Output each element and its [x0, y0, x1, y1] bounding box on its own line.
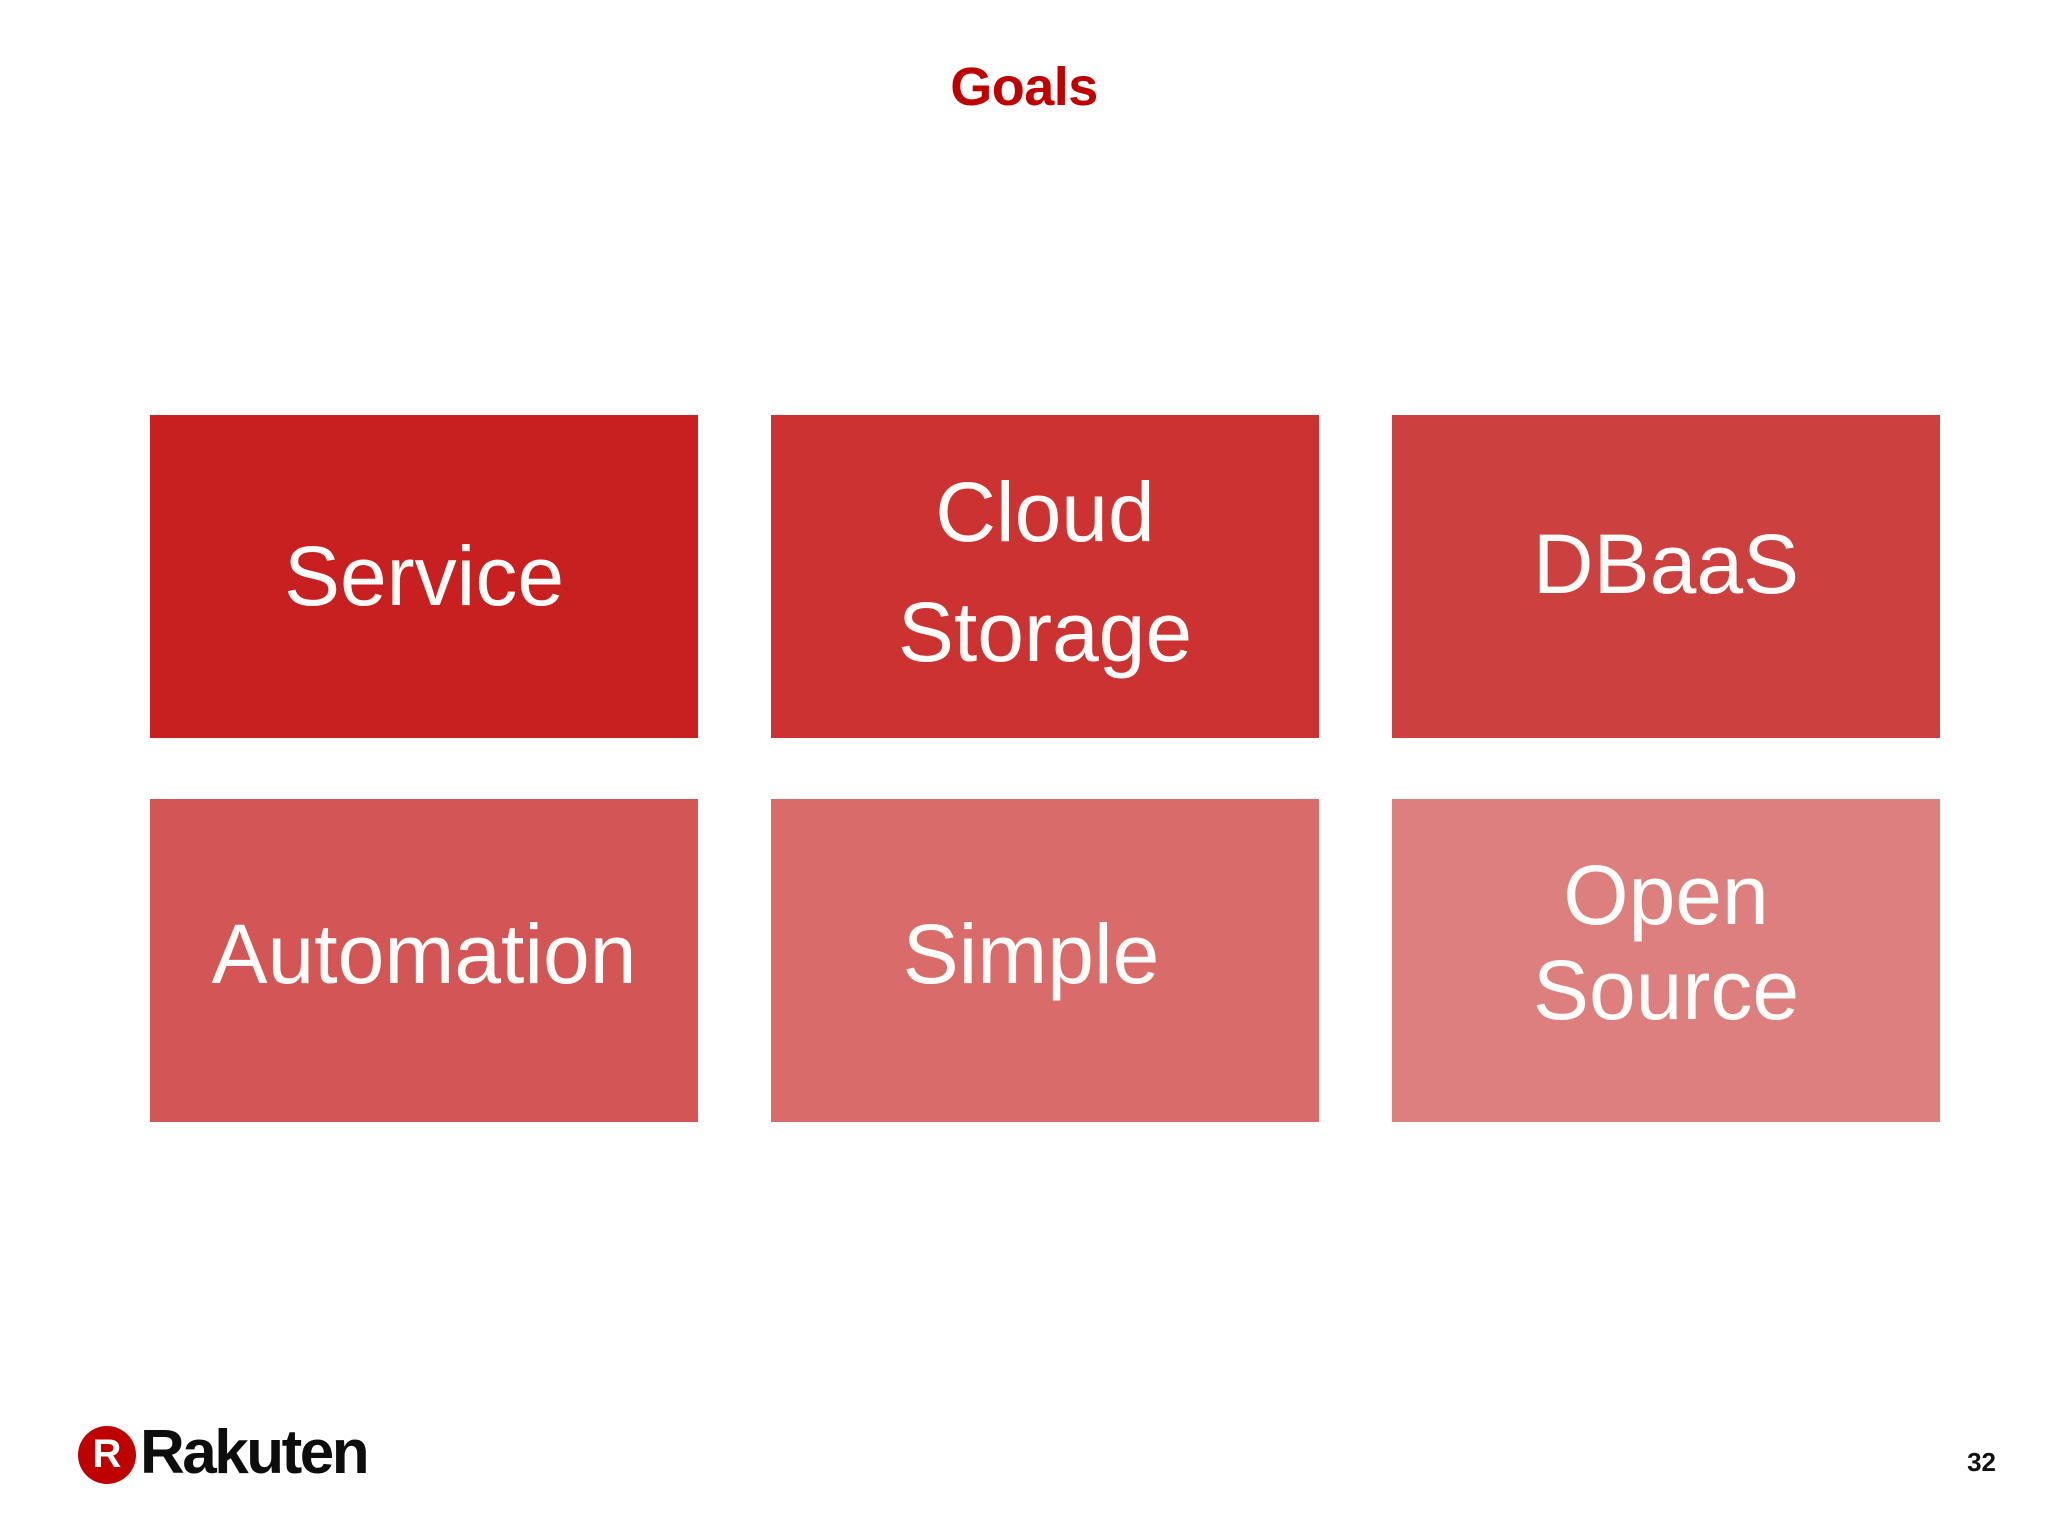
goal-label: Open Source [1532, 848, 1800, 1037]
rakuten-logo: R Rakuten [78, 1418, 370, 1488]
page-number: 32 [1967, 1447, 1996, 1477]
goal-label: DBaaS [1532, 516, 1800, 611]
goal-box-open-source: Open Source [1392, 799, 1940, 1122]
goal-label: Cloud Storage [897, 465, 1193, 679]
goal-label: Automation [211, 906, 637, 1001]
rakuten-r-letter: R [92, 1432, 122, 1476]
rakuten-r-icon: R [78, 1426, 136, 1484]
goal-box-service: Service [150, 415, 698, 738]
goal-box-automation: Automation [150, 799, 698, 1122]
goal-label: Service [283, 528, 565, 623]
page-title: Goals [950, 57, 1098, 117]
goal-label: Simple [902, 906, 1160, 1001]
goal-box-cloud-storage: Cloud Storage [771, 415, 1319, 738]
goal-box-simple: Simple [771, 799, 1319, 1122]
goals-grid: Service Cloud Storage DBaaS Automation S… [150, 415, 1940, 1122]
rakuten-wordmark: Rakuten [140, 1418, 370, 1487]
goal-box-dbaas: DBaaS [1392, 415, 1940, 738]
